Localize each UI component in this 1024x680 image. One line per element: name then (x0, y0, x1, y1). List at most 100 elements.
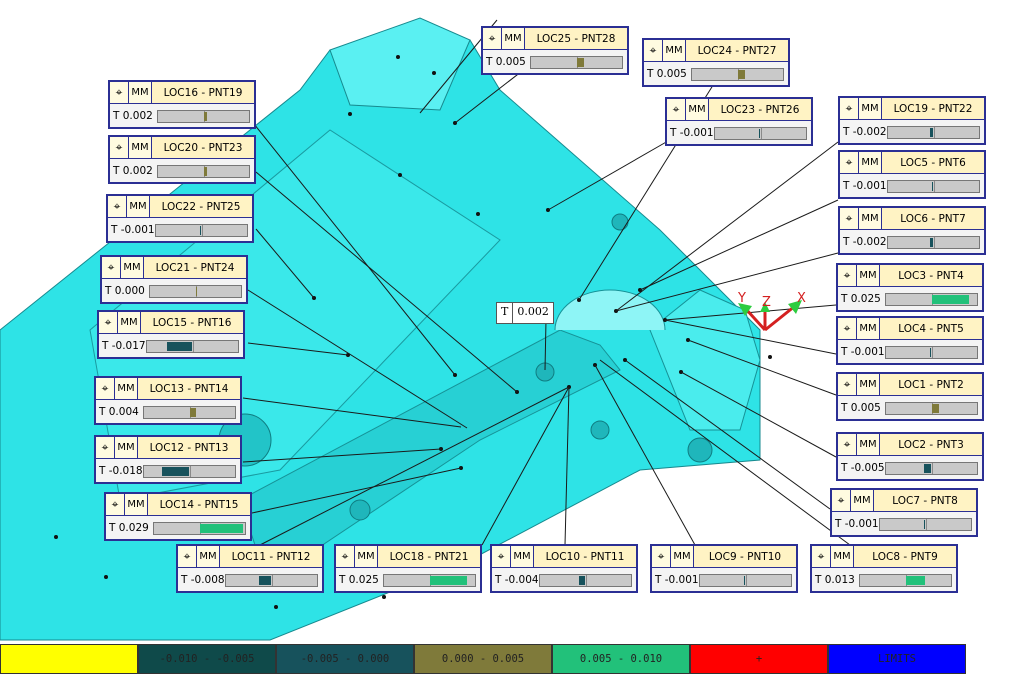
callout-deviation: T -0.017 (102, 340, 146, 352)
deviation-bar-fill (259, 575, 272, 585)
callout-deviation: T -0.004 (495, 574, 539, 586)
callout-body: T 0.004 (96, 400, 240, 424)
callout-unit: MM (851, 490, 874, 511)
deviation-bar-center (189, 465, 191, 477)
callout-unit: MM (118, 312, 141, 333)
callout-label: LOC20 - PNT23 (152, 137, 254, 158)
callout-deviation: T -0.001 (670, 127, 714, 139)
callout-body: T -0.001 (840, 174, 984, 198)
deviation-bar-fill (743, 575, 746, 585)
callout-deviation: T 0.000 (105, 285, 145, 297)
part-corner-boss (649, 289, 761, 431)
callout-deviation: T -0.005 (841, 462, 885, 474)
legend-segment: 0.005 - 0.010 (552, 644, 690, 674)
callout-body: T 0.000 (102, 279, 246, 303)
deviation-bar (885, 292, 978, 306)
position-icon: ⌖ (812, 546, 831, 567)
callout-unit: MM (857, 374, 880, 395)
deviation-bar (530, 55, 623, 69)
callout-deviation: T -0.002 (843, 236, 887, 248)
callout-label: LOC19 - PNT22 (882, 98, 984, 119)
callout-unit: MM (857, 318, 880, 339)
position-icon: ⌖ (99, 312, 118, 333)
callout-label: LOC21 - PNT24 (144, 257, 246, 278)
position-icon: ⌖ (838, 318, 857, 339)
deviation-bar-center (931, 346, 933, 358)
tolerance-tag[interactable]: T 0.002 (496, 302, 554, 324)
position-icon: ⌖ (108, 196, 127, 217)
deviation-bar (887, 179, 980, 193)
deviation-bar-fill (199, 523, 244, 533)
triad-z-label: Z (762, 295, 771, 310)
callout-body: T -0.001 (652, 568, 796, 592)
deviation-bar (143, 405, 236, 419)
callout-label: LOC5 - PNT6 (882, 152, 984, 173)
callout-deviation: T 0.005 (647, 68, 687, 80)
callout-body: T -0.002 (840, 120, 984, 144)
callout-deviation: T -0.001 (835, 518, 879, 530)
callout-unit: MM (129, 82, 152, 103)
callout-body: T -0.018 (96, 459, 240, 483)
deviation-bar-fill (737, 69, 746, 79)
triad-y-label: Y (737, 291, 746, 306)
tolerance-value: 0.002 (517, 305, 549, 318)
callout-label: LOC8 - PNT9 (854, 546, 956, 567)
callout-body: T -0.005 (838, 456, 982, 480)
deviation-bar (225, 573, 318, 587)
callout-label: LOC13 - PNT14 (138, 378, 240, 399)
triad-x-label: X (797, 291, 806, 306)
position-icon: ⌖ (492, 546, 511, 567)
position-icon: ⌖ (644, 40, 663, 61)
callout-unit: MM (686, 99, 709, 120)
callout-body: T 0.013 (812, 568, 956, 592)
position-icon: ⌖ (178, 546, 197, 567)
part-hole (611, 213, 629, 231)
callout-body: T -0.008 (178, 568, 322, 592)
part-hole (349, 499, 371, 521)
deviation-bar-fill (199, 225, 202, 235)
legend-segment: -0.010 - -0.005 (138, 644, 276, 674)
callout-unit: MM (663, 40, 686, 61)
deviation-bar-fill (930, 127, 934, 137)
deviation-bar-fill (195, 286, 198, 296)
callout-label: LOC1 - PNT2 (880, 374, 982, 395)
callout-label: LOC11 - PNT12 (220, 546, 322, 567)
deviation-bar (859, 573, 952, 587)
callout-unit: MM (502, 28, 525, 49)
deviation-bar-center (760, 127, 762, 139)
callout-body: T -0.001 (108, 218, 252, 242)
callout-deviation: T 0.002 (113, 165, 153, 177)
callout-unit: MM (671, 546, 694, 567)
callout-label: LOC23 - PNT26 (709, 99, 811, 120)
deviation-bar (885, 401, 978, 415)
callout-unit: MM (115, 437, 138, 458)
